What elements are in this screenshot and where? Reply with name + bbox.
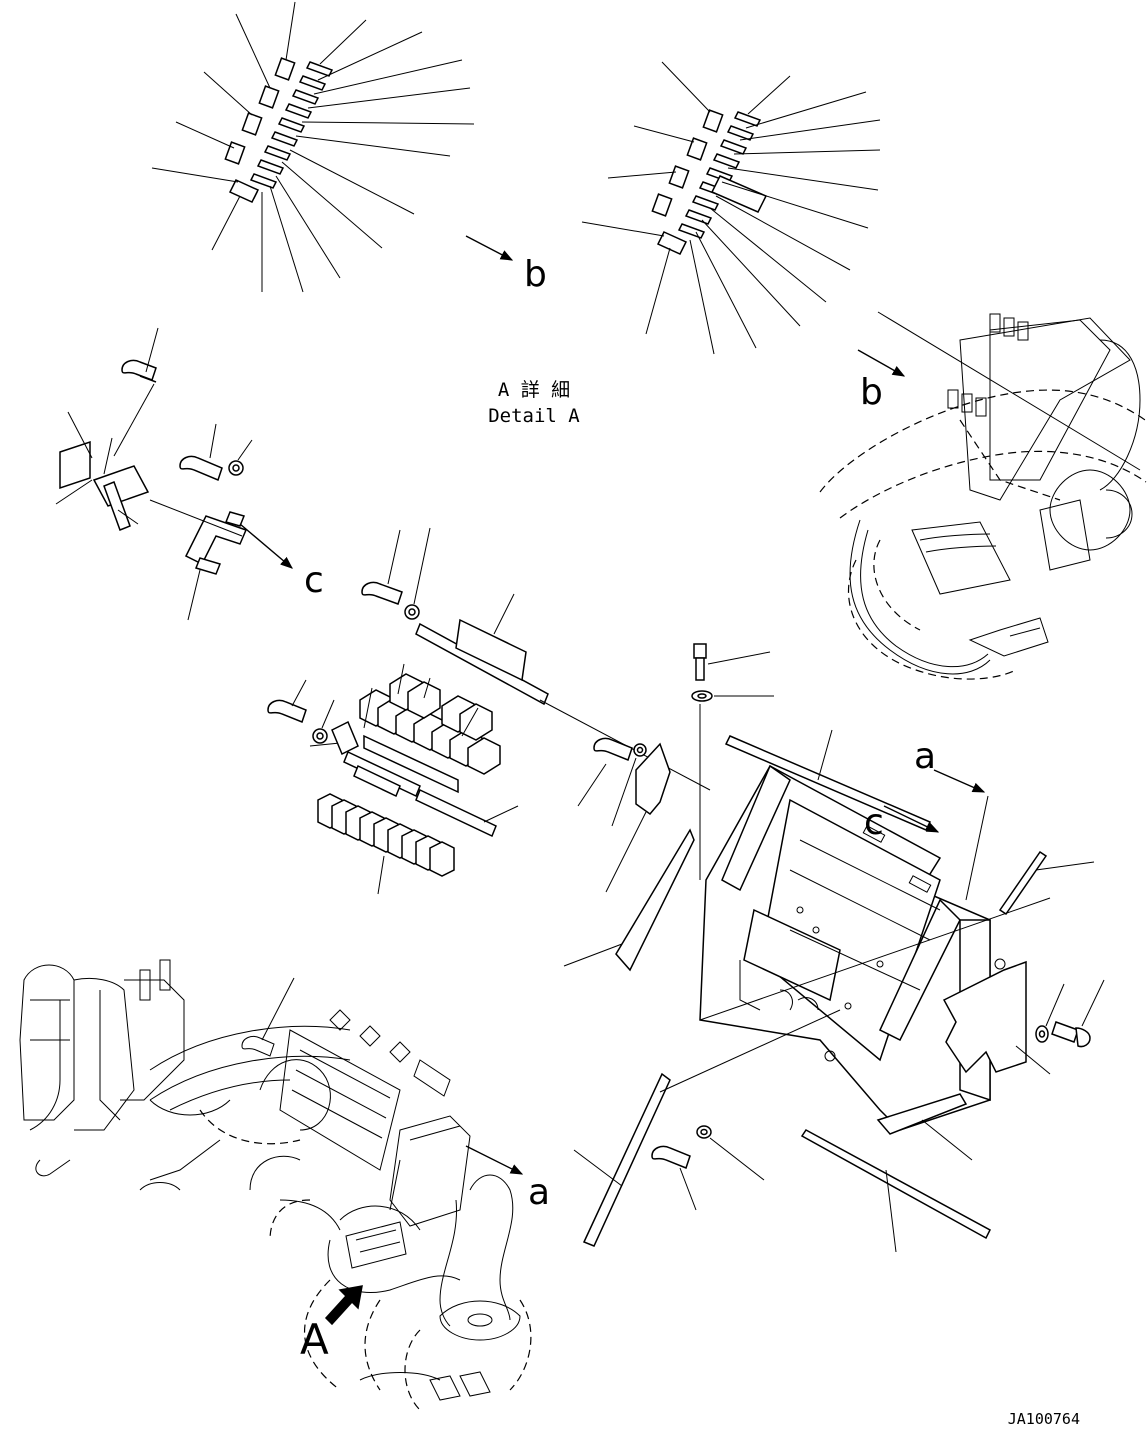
label-c-right: c — [864, 802, 884, 843]
view-a-arrow — [324, 1285, 363, 1326]
label-b-top: b — [524, 254, 547, 295]
detail-label-jp: A 詳 細 — [498, 379, 570, 401]
machine-assembly: a A — [19, 959, 550, 1411]
label-a-right: a — [914, 736, 936, 777]
label-b-right: b — [860, 372, 883, 413]
drawing-number: JA100764 — [1008, 1410, 1080, 1428]
label-A: A — [300, 1315, 329, 1364]
main-frame: c a — [563, 643, 1105, 1253]
connector-fan-left — [151, 1, 475, 293]
label-a-bottom: a — [528, 1172, 550, 1213]
relay-assembly — [267, 527, 711, 895]
label-c-left: c — [304, 560, 324, 601]
detail-label-en: Detail A — [488, 405, 580, 427]
detail-a-caption: A 詳 細 Detail A — [488, 379, 580, 427]
assembly-view-b: b — [819, 311, 1147, 680]
switch-bracket-group: c — [55, 327, 324, 621]
connector-fan-right — [581, 61, 881, 355]
view-arrow-b-top: b — [465, 235, 547, 295]
